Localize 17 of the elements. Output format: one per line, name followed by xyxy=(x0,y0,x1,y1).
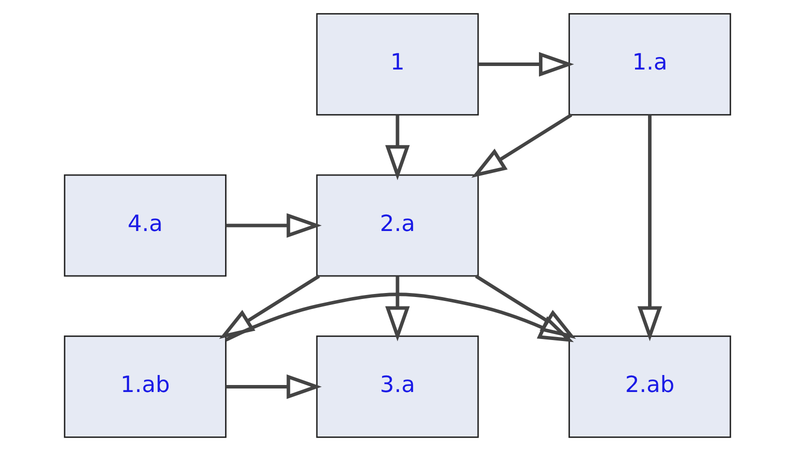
arrow xyxy=(219,274,320,339)
arrow xyxy=(226,213,322,238)
node-box: 2.ab xyxy=(568,336,732,438)
node-box: 1.a xyxy=(568,13,732,116)
arrow xyxy=(475,274,576,339)
node-box: 3.a xyxy=(316,336,479,438)
node-box: 1.ab xyxy=(64,336,226,438)
node-box: 2.a xyxy=(316,174,479,277)
node-box: 4.a xyxy=(64,174,226,277)
arrow xyxy=(638,114,662,342)
arrow xyxy=(385,114,410,180)
arrow xyxy=(225,292,574,342)
arrow xyxy=(226,374,322,399)
node-box: 1 xyxy=(316,13,479,116)
arrow xyxy=(385,276,410,342)
arrow xyxy=(471,113,572,178)
arrow xyxy=(478,52,574,77)
